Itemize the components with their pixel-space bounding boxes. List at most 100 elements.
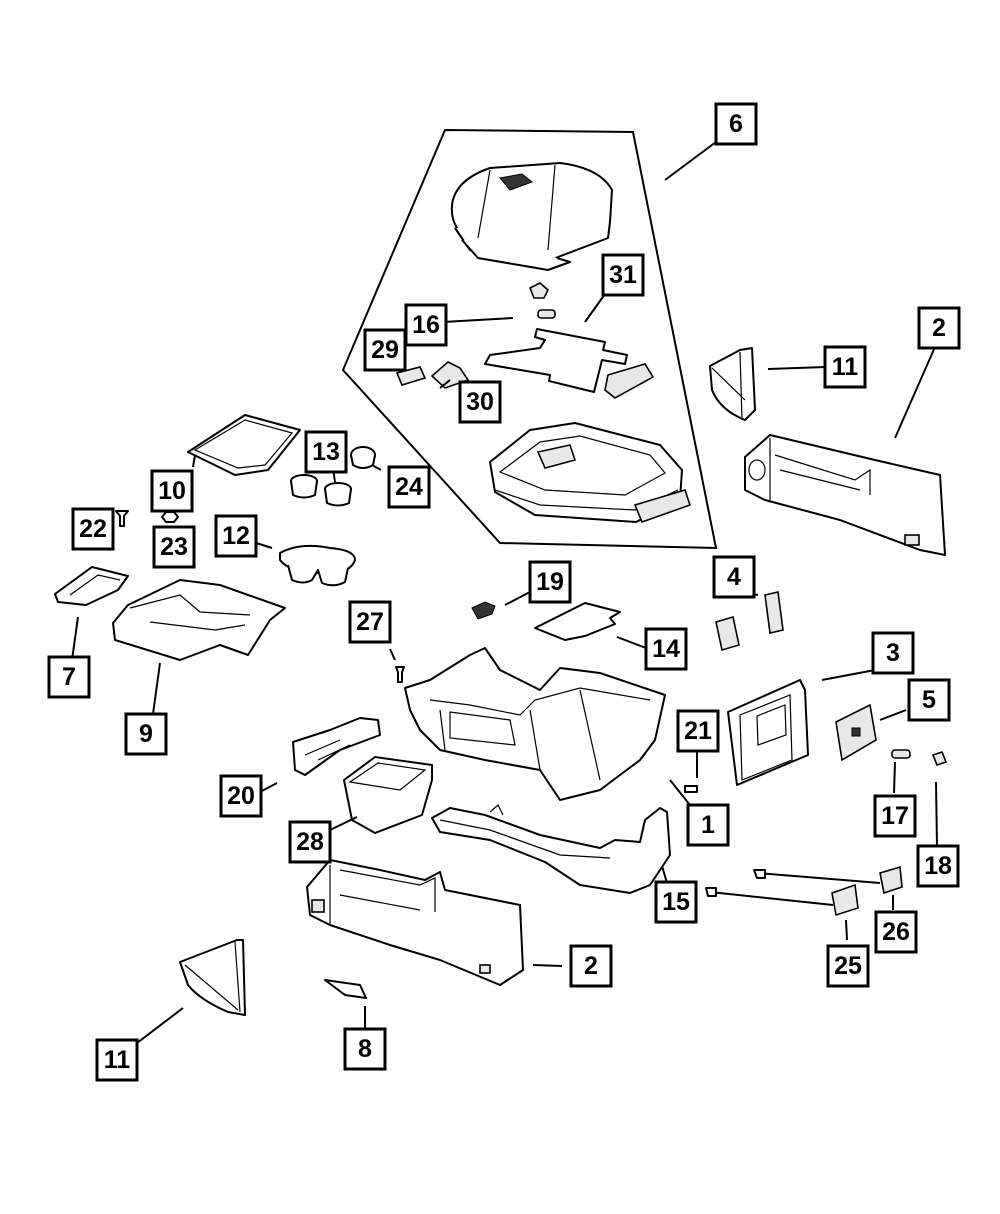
- svg-text:5: 5: [922, 686, 936, 714]
- cap-18[interactable]: [931, 751, 948, 766]
- callout-5[interactable]: 5: [907, 678, 951, 722]
- callout-10[interactable]: 10: [150, 469, 194, 513]
- svg-text:24: 24: [395, 473, 423, 501]
- callouts: 6 31 16 29 30 11 2 13 24 10 22 23 12 7 9…: [47, 102, 961, 1082]
- callout-26[interactable]: 26: [874, 910, 918, 954]
- svg-text:26: 26: [882, 918, 910, 946]
- svg-text:21: 21: [684, 717, 712, 745]
- callout-12[interactable]: 12: [214, 514, 258, 558]
- side-trim-panel-right[interactable]: [744, 434, 946, 556]
- svg-text:7: 7: [62, 663, 76, 691]
- bolt-21[interactable]: [684, 785, 698, 793]
- rear-bezel-3[interactable]: [727, 679, 809, 786]
- callout-13[interactable]: 13: [304, 430, 348, 474]
- svg-text:8: 8: [358, 1035, 372, 1063]
- storage-bin-28[interactable]: [343, 756, 433, 834]
- callout-11-upper[interactable]: 11: [823, 345, 867, 389]
- cover-8[interactable]: [324, 979, 367, 999]
- switch-4b[interactable]: [764, 591, 784, 634]
- cupholder-insert-12[interactable]: [279, 544, 356, 587]
- callout-17[interactable]: 17: [873, 794, 917, 838]
- svg-text:6: 6: [729, 110, 743, 138]
- armrest-mat[interactable]: [484, 328, 628, 393]
- svg-text:10: 10: [158, 477, 186, 505]
- cup-insert-24[interactable]: [350, 446, 376, 469]
- callout-15[interactable]: 15: [654, 880, 698, 924]
- usb-harness-25[interactable]: [705, 883, 859, 917]
- bulb-17[interactable]: [891, 749, 911, 759]
- armrest-lid[interactable]: [450, 162, 613, 271]
- callout-4[interactable]: 4: [712, 555, 756, 599]
- callout-30[interactable]: 30: [458, 380, 502, 424]
- svg-text:9: 9: [139, 720, 153, 748]
- switch-4a[interactable]: [715, 615, 740, 652]
- callout-14[interactable]: 14: [644, 627, 688, 671]
- side-trim-panel-left[interactable]: [306, 859, 524, 986]
- callout-18[interactable]: 18: [916, 844, 960, 888]
- callout-22[interactable]: 22: [71, 507, 115, 551]
- callout-7[interactable]: 7: [47, 655, 91, 699]
- callout-20[interactable]: 20: [219, 774, 263, 818]
- callout-9[interactable]: 9: [124, 712, 168, 756]
- svg-text:28: 28: [296, 828, 324, 856]
- armrest-group-outline: [341, 128, 718, 550]
- svg-text:25: 25: [834, 952, 862, 980]
- svg-text:1: 1: [701, 811, 715, 839]
- callout-2-lower[interactable]: 2: [569, 944, 613, 988]
- svg-text:4: 4: [727, 563, 741, 591]
- svg-text:17: 17: [881, 802, 909, 830]
- callout-8[interactable]: 8: [343, 1027, 387, 1071]
- callout-25[interactable]: 25: [826, 944, 870, 988]
- callout-31[interactable]: 31: [601, 253, 645, 297]
- svg-text:11: 11: [832, 353, 859, 381]
- svg-text:27: 27: [356, 608, 384, 636]
- end-cap-lower[interactable]: [179, 939, 246, 1016]
- svg-text:22: 22: [79, 515, 107, 543]
- svg-text:23: 23: [160, 533, 188, 561]
- cupholder-top-bezel[interactable]: [187, 414, 301, 476]
- svg-text:18: 18: [924, 852, 952, 880]
- svg-text:29: 29: [371, 336, 399, 364]
- callout-27[interactable]: 27: [348, 600, 392, 644]
- callout-19[interactable]: 19: [528, 560, 572, 604]
- callout-28[interactable]: 28: [288, 820, 332, 864]
- usb-harness-26[interactable]: [753, 865, 903, 895]
- cup-insert-right[interactable]: [324, 482, 352, 507]
- hinge-bracket: [604, 363, 655, 399]
- nut-23[interactable]: [161, 511, 179, 523]
- callout-2-upper[interactable]: 2: [917, 306, 961, 350]
- callout-6[interactable]: 6: [714, 102, 758, 146]
- bracket-20[interactable]: [292, 717, 381, 776]
- console-base-1[interactable]: [404, 647, 666, 801]
- outlet-icon: [851, 727, 861, 737]
- svg-text:11: 11: [104, 1046, 131, 1074]
- front-tray-7[interactable]: [54, 566, 129, 606]
- svg-text:30: 30: [466, 388, 494, 416]
- hinge-pin-icon: [537, 309, 556, 319]
- end-cap-upper[interactable]: [709, 347, 756, 421]
- screw-27[interactable]: [395, 666, 405, 683]
- leader-lines: [71, 141, 938, 1044]
- svg-text:3: 3: [886, 639, 900, 667]
- latch-icon: [528, 282, 549, 299]
- callout-29[interactable]: 29: [363, 328, 407, 372]
- callout-1[interactable]: 1: [686, 803, 730, 847]
- callout-23[interactable]: 23: [152, 525, 196, 569]
- svg-text:2: 2: [932, 314, 946, 342]
- shifter-bezel-9[interactable]: [112, 579, 286, 661]
- bin-latch: [633, 489, 692, 524]
- svg-text:19: 19: [536, 568, 564, 596]
- callout-11-lower[interactable]: 11: [95, 1038, 139, 1082]
- callout-24[interactable]: 24: [387, 465, 431, 509]
- svg-text:15: 15: [662, 888, 690, 916]
- svg-text:31: 31: [609, 261, 637, 289]
- air-duct-15[interactable]: [431, 804, 671, 894]
- callout-21[interactable]: 21: [676, 709, 720, 753]
- cup-insert-left[interactable]: [290, 474, 318, 499]
- bin-mat-14[interactable]: [534, 602, 621, 641]
- clip-19[interactable]: [471, 601, 496, 620]
- svg-text:12: 12: [222, 522, 250, 550]
- callout-3[interactable]: 3: [871, 631, 915, 675]
- callout-16[interactable]: 16: [404, 303, 448, 347]
- screw-22[interactable]: [115, 510, 129, 527]
